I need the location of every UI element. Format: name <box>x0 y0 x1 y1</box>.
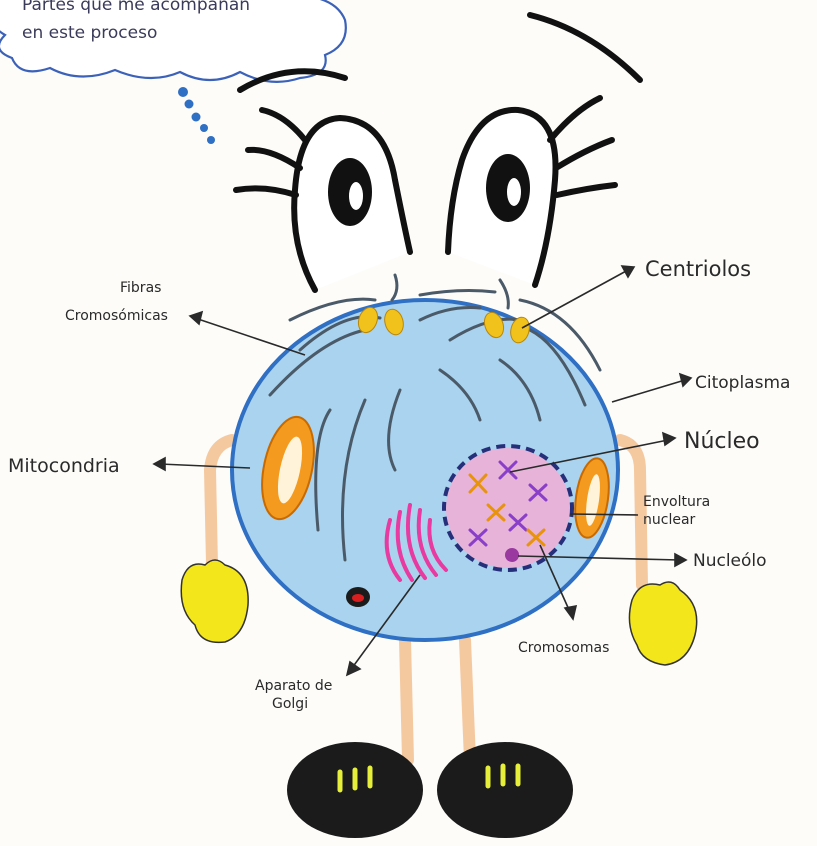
arrow-citoplasma <box>612 380 685 402</box>
arrowhead <box>675 554 686 566</box>
label-fibras-line2: Cromosómicas <box>65 308 168 324</box>
left-eyelash <box>248 150 300 168</box>
thought-dot <box>207 136 215 144</box>
label-cromosomas: Cromosomas <box>518 640 609 656</box>
label-nucleo: Núcleo <box>684 429 760 454</box>
right-eyelash <box>550 98 600 140</box>
left-eyelash <box>236 188 296 195</box>
spindle-fiber <box>500 280 508 308</box>
arrow-fibras <box>195 318 305 355</box>
pupils <box>328 154 530 226</box>
arrowhead <box>347 662 360 675</box>
shoes <box>287 742 573 838</box>
label-nucleolo: Nucleólo <box>693 551 767 571</box>
label-golgi-line2: Golgi <box>272 696 308 712</box>
thought-dots <box>178 87 215 144</box>
thought-dot <box>185 100 194 109</box>
left-pupil-highlight <box>349 182 363 210</box>
arrowhead <box>565 606 576 619</box>
thought-dot <box>200 124 208 132</box>
bubble-text-line2: en este proceso <box>22 23 157 43</box>
legs <box>405 640 470 760</box>
spindle-fiber <box>392 275 397 300</box>
arrowhead <box>190 312 202 324</box>
label-envoltura-line2: nuclear <box>643 512 696 528</box>
label-golgi-line1: Aparato de <box>255 678 332 694</box>
arrowhead <box>154 458 165 470</box>
right-arm <box>620 440 642 585</box>
label-mitocondria: Mitocondria <box>8 455 120 477</box>
vesicle-center <box>352 594 364 602</box>
right-glove <box>629 582 696 665</box>
thought-dot <box>178 87 188 97</box>
right-eyebrow <box>530 15 640 80</box>
arrowhead <box>680 374 691 386</box>
arrow-envoltura <box>570 514 638 515</box>
left-eyelash <box>262 110 305 140</box>
right-eyelash <box>557 185 615 195</box>
label-centriolos: Centriolos <box>645 257 751 281</box>
left-glove <box>181 560 248 642</box>
label-citoplasma: Citoplasma <box>695 373 790 393</box>
left-leg <box>405 640 408 760</box>
nucleolus <box>505 548 519 562</box>
right-shoe <box>437 742 573 838</box>
right-pupil-highlight <box>507 178 521 206</box>
label-envoltura-line1: Envoltura <box>643 494 710 510</box>
spindle-fiber <box>420 291 495 295</box>
thought-dot <box>192 113 201 122</box>
arrowhead <box>663 433 675 445</box>
left-arm <box>210 440 232 565</box>
bubble-text-line1: Partes que me acompañan <box>22 0 250 15</box>
right-eyelash <box>556 140 612 168</box>
right-leg <box>465 640 470 760</box>
label-fibras-line1: Fibras <box>120 280 161 296</box>
